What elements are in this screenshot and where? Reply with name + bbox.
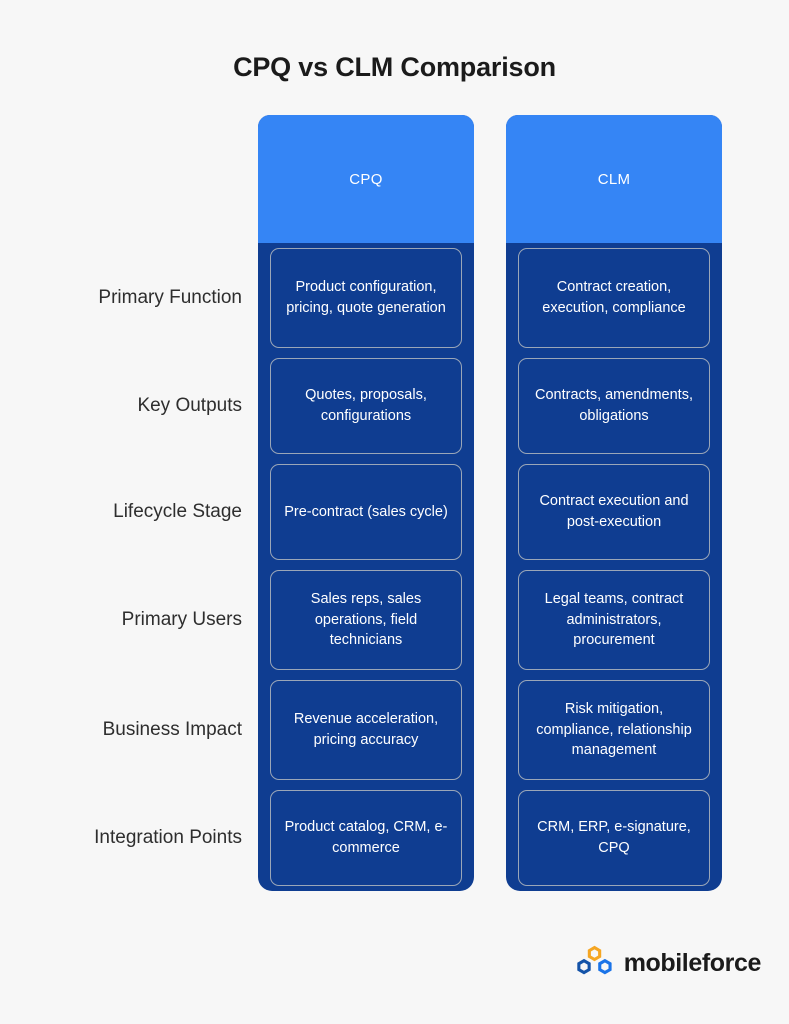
column-header-label-clm: CLM: [597, 170, 631, 188]
card-text: Contract execution and post-execution: [518, 464, 710, 560]
cell-clm-integration-points: CRM, ERP, e-signature, CPQ: [506, 785, 722, 891]
card-text: Legal teams, contract administrators, pr…: [518, 570, 710, 670]
column-header-cpq: CPQ: [258, 115, 474, 243]
row-label-lifecycle-stage: Lifecycle Stage: [113, 500, 242, 522]
card-text: Product catalog, CRM, e-commerce: [270, 790, 462, 886]
brand-logo: mobileforce: [575, 945, 761, 981]
comparison-grid: CPQ CLM Primary Function Product configu…: [62, 115, 727, 891]
cell-cpq-business-impact: Revenue acceleration, pricing accuracy: [258, 675, 474, 785]
cell-clm-primary-function: Contract creation, execution, compliance: [506, 243, 722, 353]
page-title: CPQ vs CLM Comparison: [233, 52, 556, 82]
cell-cpq-key-outputs: Quotes, proposals, configurations: [258, 353, 474, 459]
column-header-label-cpq: CPQ: [349, 170, 383, 188]
cell-cpq-primary-users: Sales reps, sales operations, field tech…: [258, 565, 474, 675]
card-text: CRM, ERP, e-signature, CPQ: [518, 790, 710, 886]
cell-cpq-lifecycle-stage: Pre-contract (sales cycle): [258, 459, 474, 565]
row-label-primary-users: Primary Users: [121, 608, 242, 630]
row-label-business-impact: Business Impact: [102, 718, 242, 740]
logo-wordmark: mobileforce: [623, 948, 762, 977]
card-text: Contracts, amendments, obligations: [518, 358, 710, 454]
card-text: Revenue acceleration, pricing accuracy: [270, 680, 462, 780]
mobileforce-hexagon-logo-icon: [576, 945, 612, 975]
card-text: Contract creation, execution, compliance: [518, 248, 710, 348]
cell-clm-key-outputs: Contracts, amendments, obligations: [506, 353, 722, 459]
column-header-clm: CLM: [506, 115, 722, 243]
card-text: Sales reps, sales operations, field tech…: [270, 570, 462, 670]
cell-cpq-integration-points: Product catalog, CRM, e-commerce: [258, 785, 474, 891]
cell-clm-primary-users: Legal teams, contract administrators, pr…: [506, 565, 722, 675]
cell-cpq-primary-function: Product configuration, pricing, quote ge…: [258, 243, 474, 353]
cell-clm-lifecycle-stage: Contract execution and post-execution: [506, 459, 722, 565]
row-label-key-outputs: Key Outputs: [137, 394, 242, 416]
cell-clm-business-impact: Risk mitigation, compliance, relationshi…: [506, 675, 722, 785]
card-text: Product configuration, pricing, quote ge…: [270, 248, 462, 348]
card-text: Risk mitigation, compliance, relationshi…: [518, 680, 710, 780]
card-text: Pre-contract (sales cycle): [270, 464, 462, 560]
row-label-integration-points: Integration Points: [94, 826, 242, 848]
row-label-primary-function: Primary Function: [98, 286, 242, 308]
card-text: Quotes, proposals, configurations: [270, 358, 462, 454]
